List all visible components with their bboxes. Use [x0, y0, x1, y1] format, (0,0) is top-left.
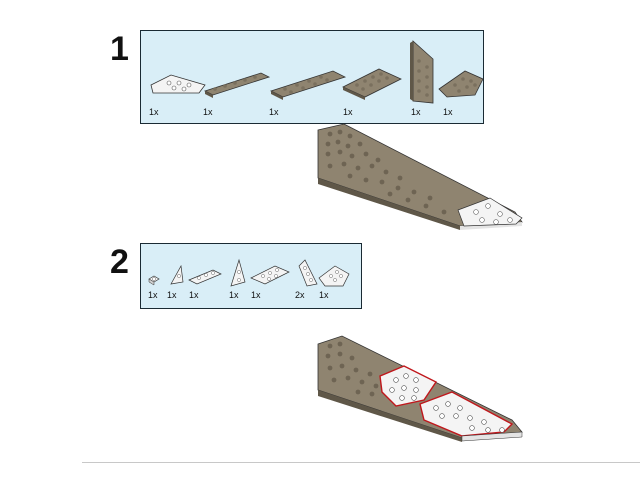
white-wedge-plate-part [150, 74, 206, 94]
part-qty: 1x [229, 290, 239, 300]
white-wedge-2x3-part [298, 259, 318, 287]
white-plate-2x3-part [250, 265, 290, 285]
part-qty: 1x [203, 107, 213, 117]
part-qty: 1x [411, 107, 421, 117]
step-1-model-illustration [317, 123, 523, 230]
step-2-model-illustration [317, 335, 523, 442]
parts-callout-step-2: 1x 1x 1x 1x 1x 2x 1x [140, 243, 362, 309]
part-qty: 1x [443, 107, 453, 117]
part-qty: 1x [269, 107, 279, 117]
part-qty: 1x [148, 290, 158, 300]
white-wedge-plate-part [318, 265, 350, 287]
tan-long-plate-part [269, 70, 347, 100]
tan-wedge-plate-part [438, 70, 484, 98]
tan-wide-plate-part [342, 68, 402, 100]
part-qty: 1x [343, 107, 353, 117]
part-qty: 2x [295, 290, 305, 300]
parts-callout-step-1: 1x 1x 1x 1x 1x [140, 30, 484, 124]
part-qty: 1x [167, 290, 177, 300]
tan-tall-wedge-part [410, 40, 434, 104]
part-qty: 1x [319, 290, 329, 300]
part-qty: 1x [189, 290, 199, 300]
white-plate-1x3-part [188, 269, 222, 285]
white-small-tall-wedge-part [230, 258, 246, 287]
step-number-2: 2 [110, 243, 129, 281]
part-qty: 1x [251, 290, 261, 300]
white-small-wedge-part [170, 264, 184, 285]
part-qty: 1x [149, 107, 159, 117]
step-number-1: 1 [110, 30, 129, 68]
tan-long-plate-part [203, 72, 271, 98]
footer-divider [82, 462, 640, 463]
white-plate-1x1-part [148, 275, 160, 286]
